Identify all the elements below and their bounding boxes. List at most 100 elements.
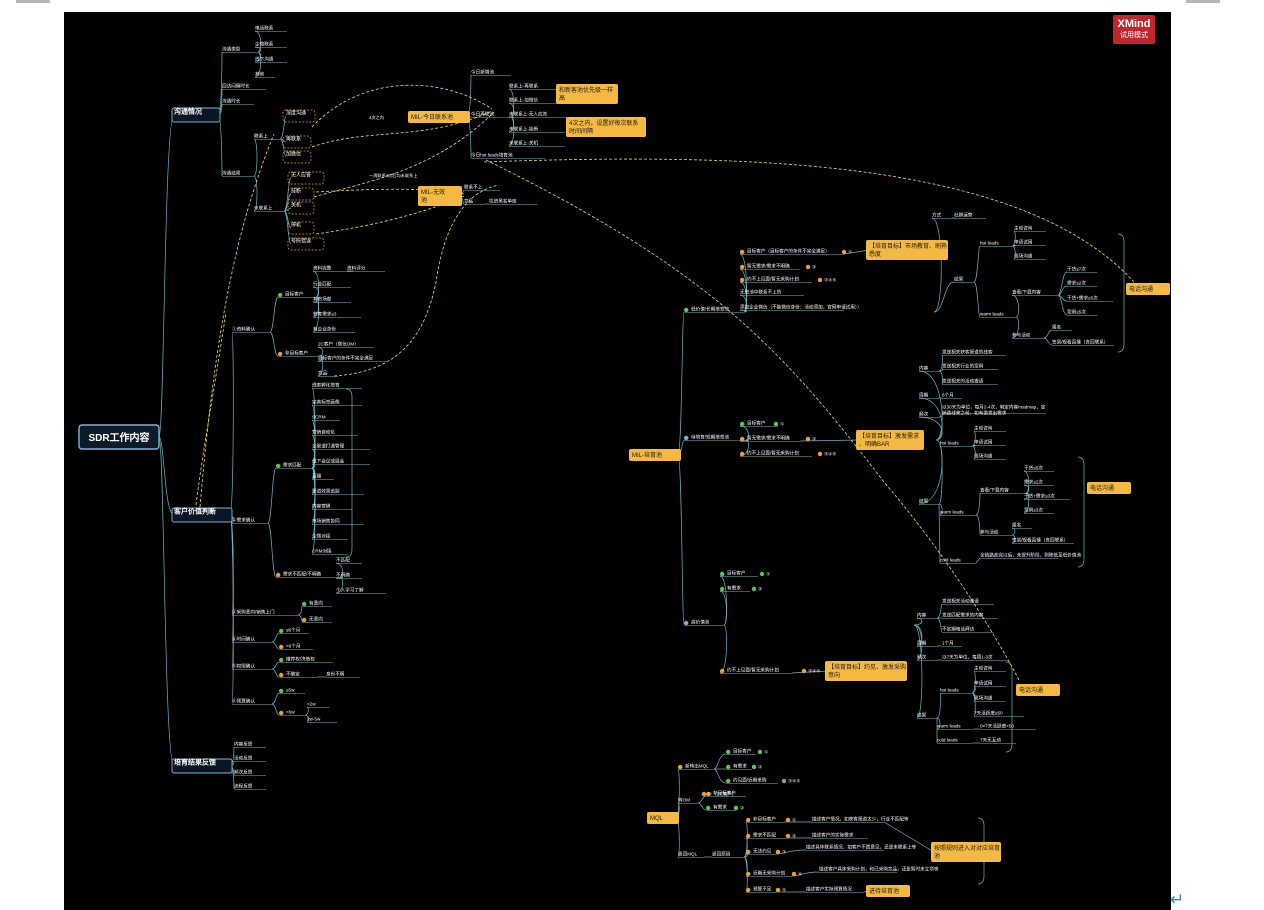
node-ds_hot2[interactable]: 申请试用 xyxy=(974,439,993,446)
node-dh_jg[interactable]: 结果 xyxy=(917,712,927,719)
node-k4a[interactable]: ≤6个月 xyxy=(279,628,300,634)
node-dl_w1a[interactable]: 干货≤7次 xyxy=(1067,266,1086,273)
node-goutong[interactable]: 沟通情况 xyxy=(171,107,221,123)
node-mt1[interactable]: 今日新增池 xyxy=(471,69,494,76)
node-k2a4[interactable]: 营销自动化 xyxy=(312,429,335,436)
node-m3a[interactable]: 退回原因 xyxy=(712,851,731,858)
node-m3a5a[interactable]: 描述客户实际预算情况 xyxy=(806,886,852,893)
node-dl_fs[interactable]: 方式 xyxy=(932,212,942,219)
node-k2a8[interactable]: 渠道效果追踪 xyxy=(312,488,340,495)
node-mil_inv[interactable]: MIL-无效池 xyxy=(418,186,462,206)
node-k4b[interactable]: >6个月 xyxy=(279,644,300,650)
node-gj[interactable]: 关机 xyxy=(287,202,315,215)
node-dl_w2[interactable]: 参与活动 xyxy=(1012,332,1031,339)
node-gt_jg[interactable]: 沟通结果 xyxy=(222,170,241,177)
node-dh_nr3[interactable]: 不定期电话拜访 xyxy=(942,626,975,633)
node-k2b2[interactable]: 不明确 xyxy=(336,572,350,579)
node-k6b2[interactable]: 2w-5w xyxy=(307,717,321,722)
node-gt_sj[interactable]: 回访间隔时长 xyxy=(222,83,250,90)
node-k1b1[interactable]: 2C客户（微信OM） xyxy=(318,341,359,348)
node-k5b[interactable]: 不确定 xyxy=(279,671,300,678)
node-dl_w1c[interactable]: 干货+需求≤5次 xyxy=(1067,295,1098,302)
node-k2a1[interactable]: 线索孵化培育 xyxy=(312,382,340,389)
node-ds_w1[interactable]: 查看/下载内容 xyxy=(980,487,1009,494)
node-mt2e[interactable]: 未联系上-关机 xyxy=(509,140,538,147)
node-dl_hot1[interactable]: 主动咨询 xyxy=(1014,225,1033,232)
node-dl_hot2[interactable]: 申请试用 xyxy=(1014,239,1033,246)
node-dl_warm[interactable]: warm leads xyxy=(980,312,1004,317)
node-dh_nr2[interactable]: 发送匹配需求的内容 xyxy=(942,612,984,619)
node-ds_cold1[interactable]: 全链路走完以后，未提升阶段，则降低至低价值池 xyxy=(980,552,1081,559)
node-k2a10[interactable]: 市场销售协同 xyxy=(312,518,340,525)
node-dh_zq[interactable]: 周期 xyxy=(917,641,927,647)
node-dh_warm[interactable]: warm leads xyxy=(937,724,961,729)
node-dh_hot4[interactable]: 7天活跃度≥50 xyxy=(974,710,1003,717)
node-dh_pc[interactable]: 频次 xyxy=(917,654,927,661)
node-k6[interactable]: ⑥预算确认 xyxy=(232,698,255,705)
node-gt_lx1[interactable]: 电话联系 xyxy=(255,25,274,32)
node-dh_call[interactable]: 电话沟通 xyxy=(1016,684,1060,696)
node-p2[interactable]: 活动反馈 xyxy=(234,755,253,762)
node-p3[interactable]: 频次反馈 xyxy=(234,769,253,776)
node-k6b1[interactable]: <2w xyxy=(307,702,316,707)
node-ds_w1b[interactable]: 需求≤2次 xyxy=(1024,479,1043,486)
node-dl_fs1[interactable]: 社群运营 xyxy=(954,212,973,219)
node-k5[interactable]: ⑤权限确认 xyxy=(232,663,255,670)
node-hmcw[interactable]: 号码错误 xyxy=(287,238,325,251)
node-k2a5[interactable]: 全渠道打通管理 xyxy=(312,443,345,450)
node-p4[interactable]: 流程反馈 xyxy=(234,783,253,790)
node-ds_nr3[interactable]: 发送相关的活动邀请 xyxy=(942,378,984,385)
node-ds_cold[interactable]: cold leads xyxy=(940,558,961,563)
node-p1[interactable]: 内容反馈 xyxy=(234,741,253,748)
node-k1b3[interactable]: 竞品 xyxy=(318,370,328,377)
node-dh_zq1[interactable]: 1个月 xyxy=(942,641,954,647)
node-gd[interactable]: 挂断 xyxy=(287,188,315,201)
node-k3a[interactable]: 有意向 xyxy=(302,600,323,607)
node-k2a3[interactable]: SCRM xyxy=(312,415,326,420)
node-mt2c[interactable]: 未联系上-无人应答 xyxy=(509,111,548,118)
node-ds_hot3[interactable]: 现场沟通 xyxy=(974,453,993,460)
node-ds_w2[interactable]: 参与活动 xyxy=(980,529,999,536)
node-k5b1[interactable]: 身份不明 xyxy=(326,671,345,678)
node-mql[interactable]: MQL xyxy=(647,812,679,824)
node-ds_nr1[interactable]: 发送相关获客渠道的线索 xyxy=(942,349,993,356)
node-k2b3[interactable]: 个人学习了解 xyxy=(336,587,364,594)
node-dh_hot1[interactable]: 主动咨询 xyxy=(974,665,993,672)
node-k2a2[interactable]: 完善标签画像 xyxy=(312,399,340,406)
node-dl_hot3[interactable]: 现场沟通 xyxy=(1014,253,1033,260)
node-m3a2a[interactable]: 描述客户的实际需求 xyxy=(812,832,854,839)
node-root[interactable]: SDR工作内容 xyxy=(78,424,160,450)
node-k1a4[interactable]: 获客需求≥3 xyxy=(313,311,337,318)
node-dh_nr1[interactable]: 发送相关活动邀请 xyxy=(942,598,979,605)
node-k3[interactable]: ③采购意向/销售上门 xyxy=(232,609,275,616)
node-k2a6[interactable]: 线下会议或展会 xyxy=(312,458,345,465)
node-dl_w2a[interactable]: 报名 xyxy=(1052,324,1061,331)
node-dh_pc1[interactable]: 以7天为单位，每周1-3次 xyxy=(942,654,993,661)
node-mil_py[interactable]: MIL-培育池 xyxy=(629,449,681,461)
node-ds_call[interactable]: 电话沟通 xyxy=(1087,482,1131,494)
node-mt2[interactable]: 今日再联池 xyxy=(471,111,494,118)
node-k1a1a[interactable]: 资料评分 xyxy=(347,265,366,272)
node-ds_pc1[interactable]: 以30天为单位，每月2-4次，制定内容roadmap，定销路线来之前，如有激发出… xyxy=(942,403,1046,416)
node-ds_nr2[interactable]: 发送相关行业的案例 xyxy=(942,363,984,370)
node-k5a[interactable]: 推荐权/决策权 xyxy=(279,656,315,663)
node-k6a[interactable]: ≥5w xyxy=(279,688,295,694)
node-k2[interactable]: ②需求确认 xyxy=(232,517,255,524)
node-ds_nr[interactable]: 内容 xyxy=(919,365,929,372)
node-mt2b[interactable]: 联系上-加微信 xyxy=(509,97,538,104)
node-gt_lx3[interactable]: 线下沟通 xyxy=(255,56,274,63)
node-dl_w1[interactable]: 查看/下载内容 xyxy=(1012,289,1041,296)
